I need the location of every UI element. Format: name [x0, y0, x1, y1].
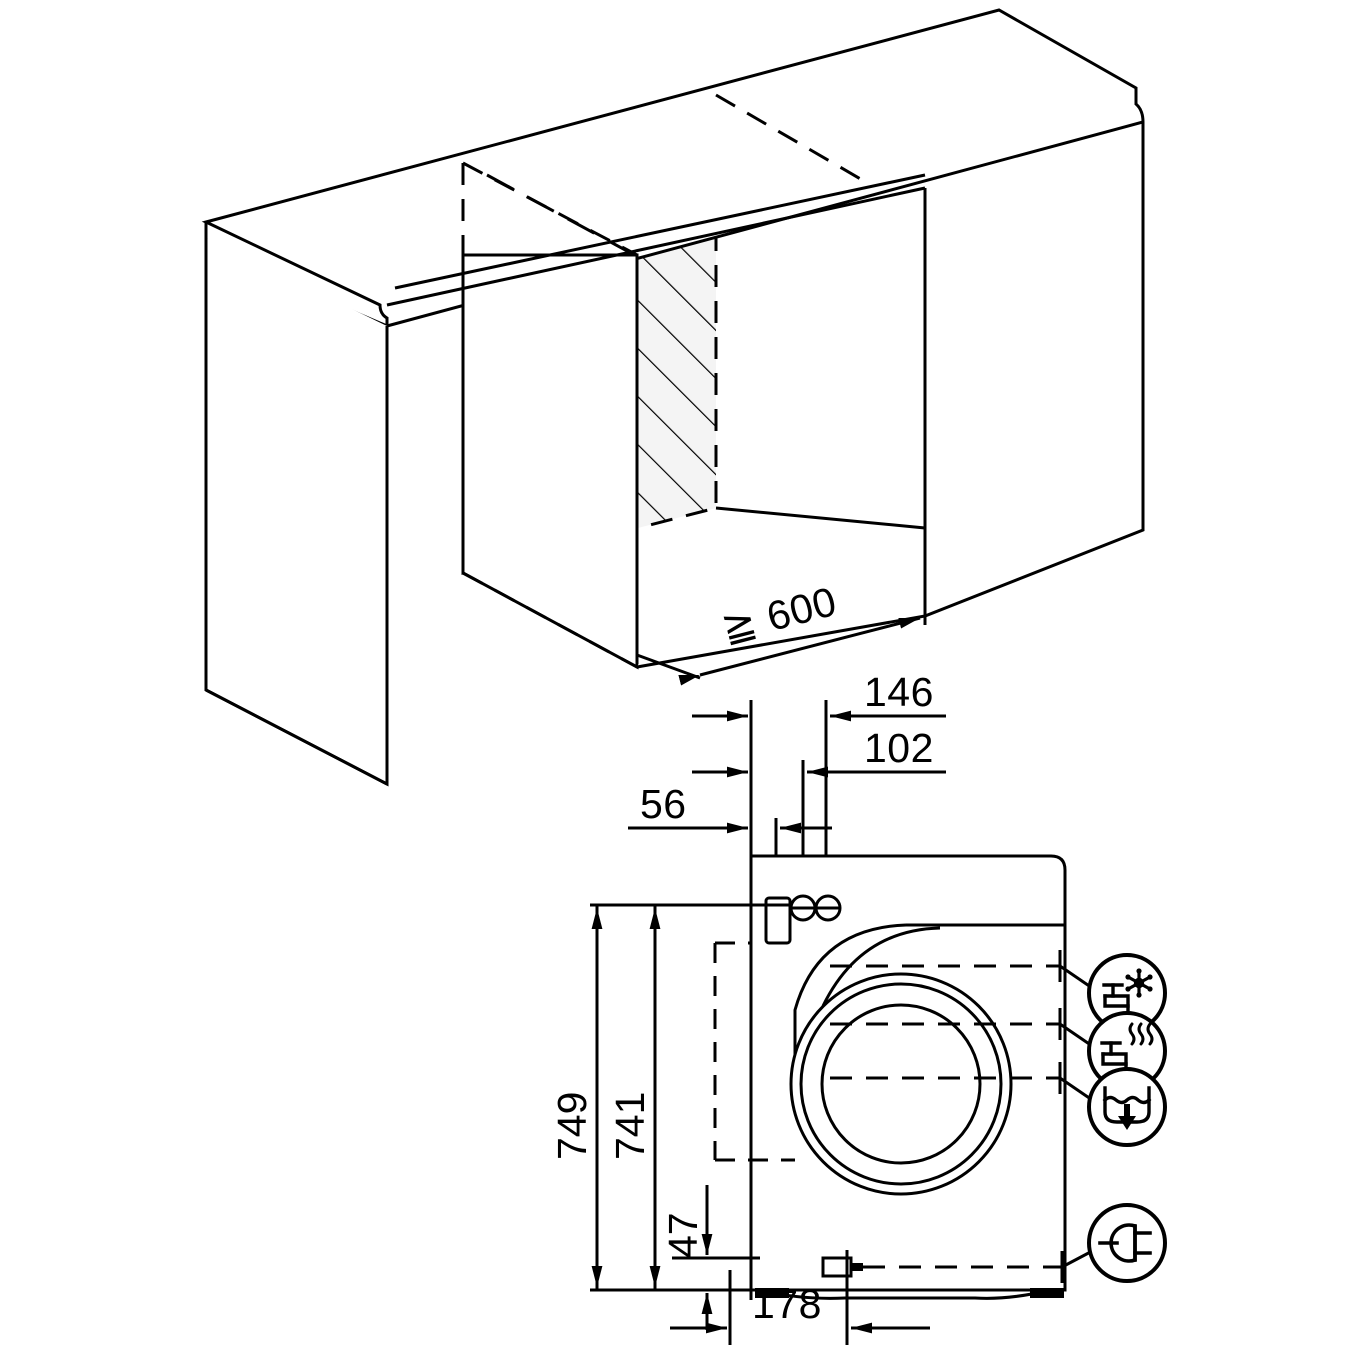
dim-label-47: 47	[660, 1212, 706, 1258]
cabinet-left-panel	[204, 238, 389, 787]
drain-arrow-glyph	[1118, 1104, 1136, 1130]
door-surround-outer	[793, 923, 907, 1035]
snowflake-glyph	[1125, 968, 1153, 998]
heat-waves-glyph	[1128, 1022, 1154, 1046]
niche-inner-left-wall	[461, 253, 639, 670]
appliance-foot-right	[1030, 1288, 1064, 1298]
cabinet-left-bottom-edge	[205, 688, 388, 786]
niche-depth-dim-line	[678, 616, 921, 686]
dim-label-749: 749	[549, 1092, 595, 1160]
drain-outlet-icon	[1087, 1067, 1167, 1147]
niche-depth-dimension	[636, 560, 927, 686]
door-outer-ring	[789, 972, 1013, 1196]
dim-label-741: 741	[607, 1092, 653, 1160]
bottom-width-dimension	[670, 1250, 930, 1345]
power-plug-icon	[1087, 1203, 1167, 1283]
door-glass-ring	[820, 1003, 982, 1165]
cabinet-right-panel	[923, 138, 1145, 619]
niche-floor	[636, 506, 927, 669]
niche-hidden-edge-diag	[462, 161, 638, 257]
cold-water-tap-icon	[1087, 953, 1167, 1033]
drain-hose-fitting	[764, 896, 792, 945]
niche-top-inner-line-2	[394, 173, 926, 290]
niche-depth-ext-left	[636, 653, 701, 680]
appliance-foot-left	[755, 1288, 789, 1298]
cabinet-niche-isometric-view	[201, 8, 1145, 787]
vertical-dimension-stack	[590, 903, 790, 1330]
dim-label-102: 102	[864, 725, 934, 771]
dim-label-56: 56	[640, 781, 687, 827]
door-mid-ring	[799, 982, 1003, 1186]
niche-hidden-edge-bottom	[462, 571, 638, 669]
niche-top-inner-line	[386, 186, 926, 307]
dim-label-146: 146	[864, 669, 934, 715]
niche-hidden-edge-top	[715, 93, 865, 183]
dim-label-178: 178	[752, 1281, 822, 1327]
niche-hidden-edge-centerline	[486, 173, 641, 260]
power-cord-tip	[851, 1263, 863, 1271]
door-hinge-arc	[821, 926, 941, 1007]
